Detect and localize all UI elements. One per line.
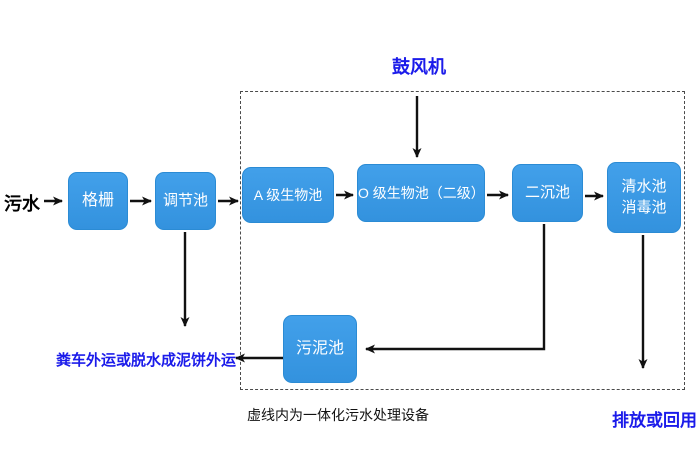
node-regulating-tank: 调节池 [155,172,216,230]
node-disinfection-label: 消毒池 [621,198,667,216]
blower-label: 鼓风机 [392,57,446,77]
node-clearwater-disinfection-tank: 清水池 消毒池 [607,162,681,233]
sludge-disposal-label: 粪车外运或脱水成泥饼外运 [56,352,237,369]
arrow-sedimentation-to-sludge [365,224,546,354]
integrated-equipment-dashed-boundary [240,91,685,390]
wastewater-inlet-label: 污水 [4,194,40,214]
node-a-level-bio-tank: A 级生物池 [242,167,334,223]
node-a-level-bio-tank-label: A 级生物池 [253,186,323,203]
node-regulating-tank-label: 调节池 [162,191,208,209]
dashed-box-caption: 虚线内为一体化污水处理设备 [247,407,429,423]
node-o-level-bio-tank-label: O 级生物池（二级） [358,184,485,201]
node-secondary-sedimentation-tank-label: 二沉池 [524,183,570,201]
node-secondary-sedimentation-tank: 二沉池 [512,164,583,222]
node-sludge-tank: 污泥池 [283,315,357,383]
node-clearwater-label: 清水池 [621,178,667,196]
node-sludge-tank-label: 污泥池 [295,340,344,358]
node-grille-label: 格栅 [81,192,114,210]
discharge-reuse-label: 排放或回用 [612,411,697,430]
node-o-level-bio-tank: O 级生物池（二级） [357,164,485,222]
node-grille: 格栅 [68,172,128,230]
